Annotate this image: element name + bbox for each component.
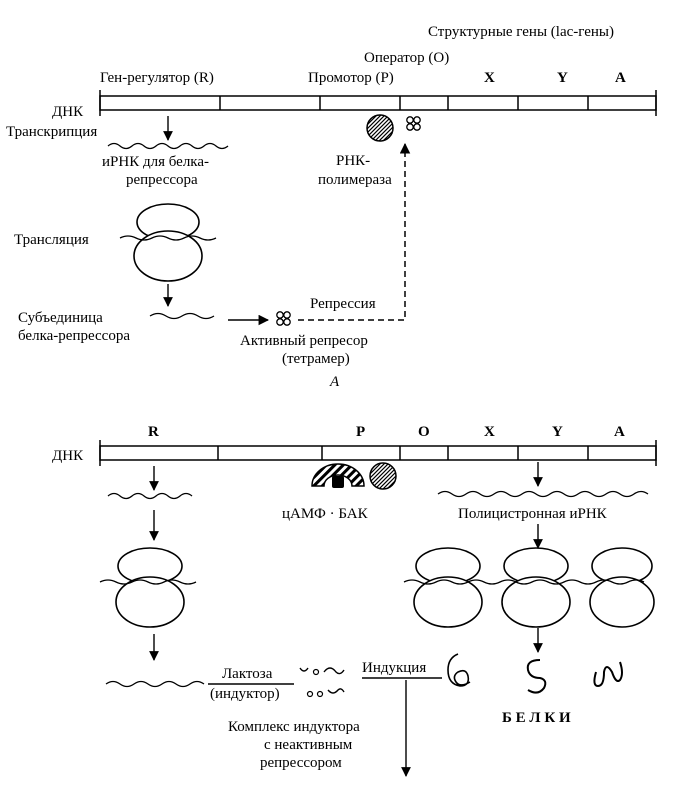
- repressor-subunit-wave-bottom: [105, 680, 205, 688]
- dna-strand-bottom: [99, 440, 657, 466]
- complex-label-line2: с неактивным: [264, 737, 353, 753]
- repression-dashed-arrow: [298, 142, 411, 321]
- dna-strand-top: [99, 90, 657, 116]
- gene-a-label-bottom: A: [614, 424, 625, 440]
- active-repressor-tetramer-icon: [276, 311, 291, 326]
- subunit-label-line2: белка-репрессора: [18, 328, 130, 344]
- structural-genes-label: Структурные гены (lac-гены): [428, 24, 614, 40]
- gene-y-label: Y: [557, 70, 568, 86]
- repression-label: Репрессия: [310, 296, 376, 312]
- complex-label-line1: Комплекс индуктора: [228, 719, 360, 735]
- gene-x-label-bottom: X: [484, 424, 495, 440]
- dna-label-top: ДНК: [52, 104, 84, 120]
- panel-label-a: A: [329, 374, 340, 390]
- repressor-subunit-wave: [149, 312, 215, 320]
- r-mrna-wave: [107, 492, 193, 500]
- polysome-icon: [403, 547, 655, 628]
- complex-label-line3: репрессором: [260, 755, 342, 771]
- inducer-label: (индуктор): [210, 686, 280, 702]
- active-repressor-label-line1: Активный репресор: [240, 333, 368, 349]
- rna-polymerase-icon: [366, 114, 394, 142]
- gene-y-label-bottom: Y: [552, 424, 563, 440]
- gene-o-label: O: [418, 424, 430, 440]
- gene-a-label: A: [615, 70, 626, 86]
- camp-cap-complex-icon: [311, 463, 365, 488]
- inducer-molecules-icon: [299, 667, 345, 698]
- lactose-label: Лактоза: [222, 666, 273, 682]
- protein-chain-icon-1: [526, 659, 547, 694]
- active-repressor-label-line2: (тетрамер): [282, 351, 350, 367]
- gene-regulator-label: Ген-регулятор (R): [100, 70, 214, 86]
- ribosome-icon-top: [119, 203, 217, 282]
- induction-label: Индукция: [362, 660, 426, 676]
- camp-cap-label: цАМФ · БАК: [282, 506, 369, 522]
- mrna-label-line1: иРНК для белка-: [102, 154, 209, 170]
- gene-x-label: X: [484, 70, 495, 86]
- subunit-label-line1: Субъединица: [18, 310, 103, 326]
- ribosome-icon-r: [99, 547, 197, 628]
- polycistronic-mrna-wave: [437, 490, 649, 498]
- promoter-label: Промотор (P): [308, 70, 394, 86]
- proteins-label: Б Е Л К И: [502, 710, 571, 726]
- gene-p-label: P: [356, 424, 365, 440]
- repressor-bound-operator-icon: [406, 116, 421, 131]
- rna-polymerase-icon-bottom: [369, 462, 397, 490]
- transcription-label: Транскрипция: [6, 124, 97, 140]
- mrna-label-line2: репрессора: [126, 172, 198, 188]
- protein-chain-icon-2: [593, 661, 623, 688]
- gene-r-label: R: [148, 424, 159, 440]
- rna-polymerase-label-line2: полимераза: [318, 172, 392, 188]
- polycistronic-label: Полицистронная иРНК: [458, 506, 608, 522]
- repressor-mrna-wave: [107, 142, 229, 150]
- operator-label: Оператор (O): [364, 50, 449, 66]
- rna-polymerase-label-line1: РНК-: [336, 153, 370, 169]
- inducer-repressor-complex-icon: [447, 653, 471, 687]
- dna-label-bottom: ДНК: [52, 448, 84, 464]
- translation-label: Трансляция: [14, 232, 89, 248]
